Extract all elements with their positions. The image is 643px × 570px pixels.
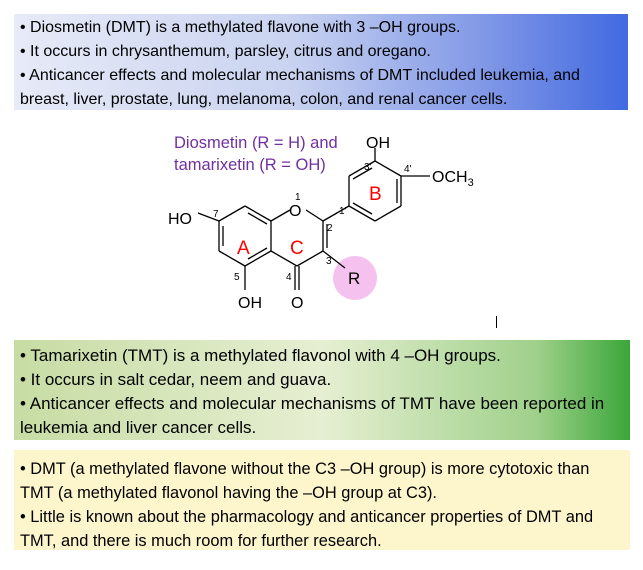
ring-b-label: B bbox=[369, 184, 382, 205]
r-group-label: R bbox=[348, 269, 360, 288]
compare-bullet-2: • Little is known about the pharmacology… bbox=[20, 508, 594, 550]
flavonoid-structure: Diosmetin (R = H) and tamarixetin (R = O… bbox=[168, 134, 474, 312]
position-5: 5 bbox=[234, 272, 240, 283]
ring-a-label: A bbox=[237, 238, 250, 259]
tmt-bullet-2: • It occurs in salt cedar, neem and guav… bbox=[20, 370, 332, 389]
text-cursor bbox=[496, 316, 497, 328]
ring-c-label: C bbox=[290, 238, 304, 259]
position-2: 2 bbox=[327, 223, 333, 234]
tmt-bullet-3: • Anticancer effects and molecular mecha… bbox=[20, 394, 605, 437]
dmt-bullet-2: • It occurs in chrysanthemum, parsley, c… bbox=[20, 43, 431, 60]
compare-bullet-1: • DMT (a methylated flavone without the … bbox=[20, 460, 590, 502]
dmt-summary-box: • Diosmetin (DMT) is a methylated flavon… bbox=[14, 14, 628, 110]
position-1-prime: 1' bbox=[339, 206, 347, 217]
position-7: 7 bbox=[213, 209, 219, 220]
structure-caption-line2: tamarixetin (R = OH) bbox=[174, 156, 326, 174]
tmt-summary-box: • Tamarixetin (TMT) is a methylated flav… bbox=[14, 340, 630, 440]
bond-lines bbox=[197, 148, 430, 290]
ho-label: HO bbox=[168, 211, 192, 228]
position-4-prime: 4' bbox=[404, 164, 412, 175]
ring-oxygen-label: O bbox=[289, 203, 301, 220]
dmt-bullet-3: • Anticancer effects and molecular mecha… bbox=[20, 67, 580, 108]
och3-label: OCH3 bbox=[432, 169, 474, 189]
position-1: 1 bbox=[295, 192, 301, 203]
oh-bottom-label: OH bbox=[238, 295, 262, 312]
comparison-box: • DMT (a methylated flavone without the … bbox=[14, 450, 630, 550]
oh-top-label: OH bbox=[366, 135, 390, 152]
position-3-prime: 3' bbox=[364, 162, 372, 173]
dmt-bullet-1: • Diosmetin (DMT) is a methylated flavon… bbox=[20, 19, 461, 36]
carbonyl-oxygen-label: O bbox=[291, 295, 303, 312]
tmt-bullet-1: • Tamarixetin (TMT) is a methylated flav… bbox=[20, 346, 501, 365]
structure-caption-line1: Diosmetin (R = H) and bbox=[174, 134, 338, 152]
position-3: 3 bbox=[326, 256, 332, 267]
position-4: 4 bbox=[286, 272, 292, 283]
